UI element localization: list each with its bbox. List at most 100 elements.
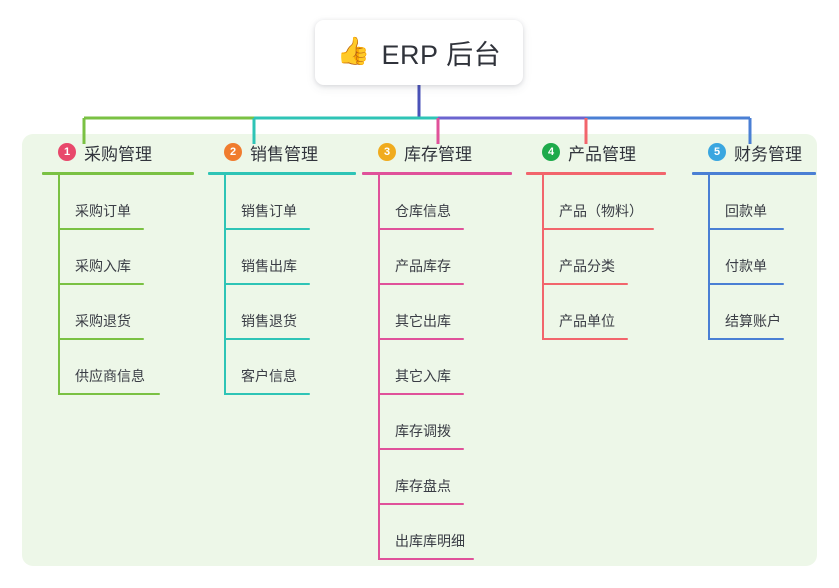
branch-item-label: 采购订单 [75,203,131,219]
branch-column-3[interactable]: 3 库存管理仓库信息产品库存其它出库其它入库库存调拨库存盘点出库库明细 [362,134,512,560]
branch-item-label: 销售订单 [241,203,297,219]
branch-item-label: 其它出库 [395,313,451,329]
branch-spine-line [708,175,710,340]
branch-item[interactable]: 采购退货 [42,285,194,340]
branch-item-label: 结算账户 [725,313,781,329]
branch-item[interactable]: 付款单 [692,230,816,285]
branch-title: 采购管理 [84,144,152,164]
branch-item[interactable]: 结算账户 [692,285,816,340]
branch-item[interactable]: 客户信息 [208,340,356,395]
branch-item-label: 销售出库 [241,258,297,274]
branch-item[interactable]: 采购入库 [42,230,194,285]
branch-header-rule [362,172,512,175]
branch-items: 仓库信息产品库存其它出库其它入库库存调拨库存盘点出库库明细 [362,175,512,560]
branch-header-3[interactable]: 3 库存管理 [362,134,512,170]
branch-item-rule [58,393,160,395]
branch-item-label: 产品分类 [559,258,615,274]
branch-item[interactable]: 供应商信息 [42,340,194,395]
branch-item-label: 采购退货 [75,313,131,329]
branch-item-label: 出库库明细 [395,533,465,549]
branch-item[interactable]: 产品分类 [526,230,666,285]
branch-item-rule [58,338,144,340]
branch-item-label: 产品（物料） [559,203,643,219]
branch-item-rule [708,228,784,230]
branch-item-label: 产品库存 [395,258,451,274]
branch-item-rule [708,338,784,340]
branch-item[interactable]: 产品库存 [362,230,512,285]
branch-item-label: 销售退货 [241,313,297,329]
root-node-title: ERP 后台 [381,40,502,70]
branch-item-label: 产品单位 [559,313,615,329]
branch-item-rule [378,338,464,340]
branch-item[interactable]: 销售退货 [208,285,356,340]
branch-items: 产品（物料） 产品分类产品单位 [526,175,666,340]
branch-title: 财务管理 [734,144,802,164]
branch-column-5[interactable]: 5 财务管理回款单付款单结算账户 [692,134,816,340]
branch-number-badge: 4 [542,143,560,161]
branch-spine-line [378,175,380,560]
branch-item[interactable]: 其它出库 [362,285,512,340]
branch-item[interactable]: 库存调拨 [362,395,512,450]
branch-item[interactable]: 销售出库 [208,230,356,285]
branch-column-2[interactable]: 2 销售管理销售订单销售出库销售退货客户信息 [208,134,356,395]
branch-item-rule [378,393,464,395]
branch-column-1[interactable]: 1 采购管理采购订单采购入库采购退货供应商信息 [42,134,194,395]
branch-items: 销售订单销售出库销售退货客户信息 [208,175,356,395]
branch-item-rule [378,228,464,230]
branch-item-label: 仓库信息 [395,203,451,219]
branch-item-label: 客户信息 [241,368,297,384]
branch-item-rule [58,228,144,230]
branch-header-4[interactable]: 4 产品管理 [526,134,666,170]
branch-item[interactable]: 产品单位 [526,285,666,340]
branch-item-rule [224,228,310,230]
branch-item[interactable]: 其它入库 [362,340,512,395]
branch-item-rule [708,283,784,285]
branch-item-label: 付款单 [725,258,767,274]
branch-columns: 1 采购管理采购订单采购入库采购退货供应商信息 2 销售管理销售订单销售出库销售退货客… [22,134,817,566]
branch-item-rule [378,448,464,450]
branch-item-rule [378,558,474,560]
branch-items: 采购订单采购入库采购退货供应商信息 [42,175,194,395]
branch-spine-line [58,175,60,395]
branch-number-badge: 1 [58,143,76,161]
root-node[interactable]: 👍 ERP 后台 [315,20,523,85]
branch-header-2[interactable]: 2 销售管理 [208,134,356,170]
branch-number-badge: 3 [378,143,396,161]
branch-title: 销售管理 [250,144,318,164]
branch-item-rule [378,503,464,505]
branch-header-1[interactable]: 1 采购管理 [42,134,194,170]
branch-title: 产品管理 [568,144,636,164]
branch-column-4[interactable]: 4 产品管理产品（物料） 产品分类产品单位 [526,134,666,340]
branch-item[interactable]: 出库库明细 [362,505,512,560]
branch-item[interactable]: 采购订单 [42,175,194,230]
branch-item-rule [58,283,144,285]
branch-item[interactable]: 回款单 [692,175,816,230]
branch-header-5[interactable]: 5 财务管理 [692,134,816,170]
branch-item[interactable]: 库存盘点 [362,450,512,505]
branch-item-label: 采购入库 [75,258,131,274]
branch-number-badge: 2 [224,143,242,161]
branch-header-rule [42,172,194,175]
branch-item-rule [224,338,310,340]
branch-item-rule [542,283,628,285]
branch-item[interactable]: 销售订单 [208,175,356,230]
branch-item-rule [542,228,654,230]
branch-header-rule [208,172,356,175]
branch-item-rule [542,338,628,340]
branch-header-rule [692,172,816,175]
branch-items: 回款单付款单结算账户 [692,175,816,340]
thumbs-up-icon: 👍 [336,36,371,66]
branch-item[interactable]: 产品（物料） [526,175,666,230]
branches-panel-background [22,134,817,566]
branch-title: 库存管理 [404,144,472,164]
branch-item-label: 供应商信息 [75,368,145,384]
branch-number-badge: 5 [708,143,726,161]
branch-item-label: 回款单 [725,203,767,219]
branch-item-rule [378,283,464,285]
branch-item-rule [224,283,310,285]
branch-spine-line [542,175,544,340]
branch-item-label: 库存调拨 [395,423,451,439]
branch-spine-line [224,175,226,395]
branch-item[interactable]: 仓库信息 [362,175,512,230]
